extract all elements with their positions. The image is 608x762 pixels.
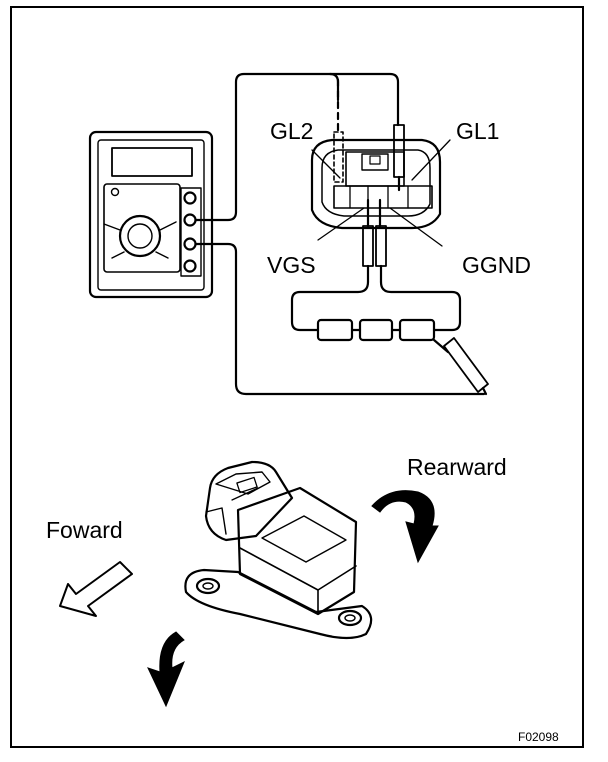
forward-label: Foward [46,517,123,543]
wire-gl1 [328,72,400,127]
resistor-chain-icon [316,318,436,342]
gl1-lead [393,124,405,192]
rearward-rotation-arrow-icon [371,490,439,564]
wire-gl2 [194,72,340,222]
downward-curved-arrow-icon [147,631,185,708]
gl2-label: GL2 [270,118,314,144]
rearward-label: Rearward [407,454,507,480]
multimeter-icon [88,130,214,299]
vgs-ggnd-leads [290,198,462,332]
vgs-label: VGS [267,252,316,278]
forward-arrow-icon [59,561,133,617]
gl2-lead [333,78,344,183]
figure-code: F02098 [518,730,559,744]
figure-frame [10,6,584,748]
connector-icon [310,138,442,230]
leader-lines [311,139,451,247]
ggnd-label: GGND [462,252,531,278]
gl1-label: GL1 [456,118,500,144]
yaw-rate-sensor-icon [184,460,373,640]
wire-probe [194,242,486,396]
probe-icon [432,337,489,396]
